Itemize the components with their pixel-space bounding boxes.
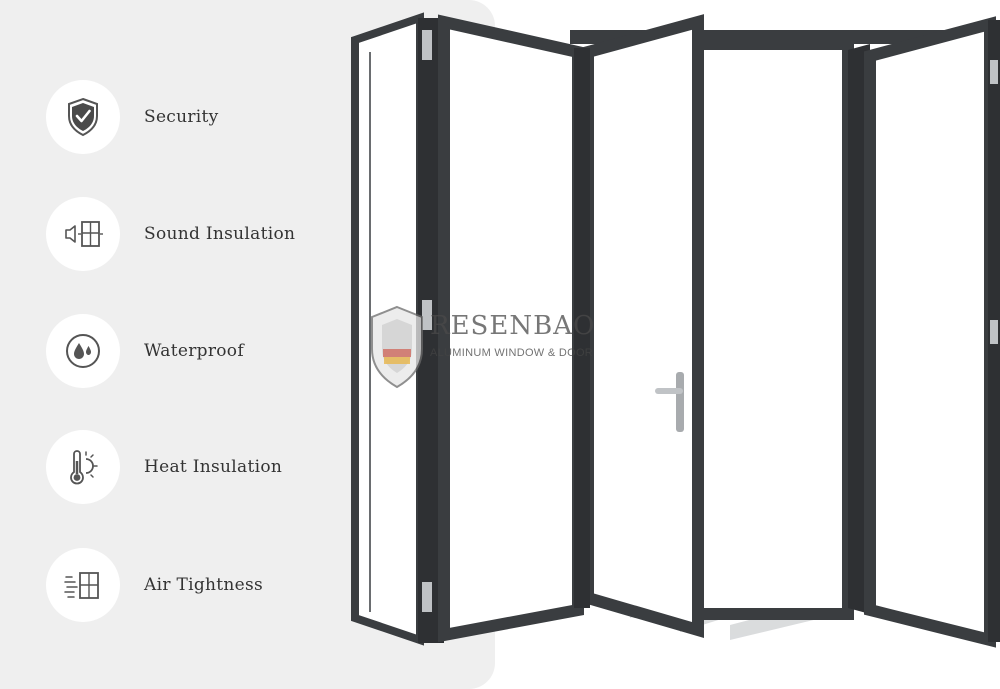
feature-air-tightness: Air Tightness [46, 548, 446, 622]
feature-label-waterproof: Waterproof [144, 341, 244, 361]
feature-sound-insulation: Sound Insulation [46, 197, 446, 271]
sound-icon-circle [46, 197, 120, 271]
watermark-brand: RESENBAO [430, 311, 596, 341]
feature-security: Security [46, 80, 446, 154]
watermark-subtitle: ALUMINUM WINDOW & DOOR [430, 347, 594, 359]
feature-label-heat-insulation: Heat Insulation [144, 457, 283, 477]
waterproof-icon-circle [46, 314, 120, 388]
thermometer-sun-icon [70, 450, 98, 485]
feature-heat-insulation: Heat Insulation [46, 430, 446, 504]
water-drops-icon [66, 334, 100, 368]
security-icon-circle [46, 80, 120, 154]
air-icon-circle [46, 548, 120, 622]
shield-check-icon [68, 97, 98, 137]
feature-waterproof: Waterproof [46, 314, 446, 388]
brand-watermark: RESENBAO ALUMINUM WINDOW & DOOR [368, 305, 618, 395]
feature-label-air-tightness: Air Tightness [144, 575, 264, 595]
speaker-window-icon [65, 221, 103, 247]
heat-icon-circle [46, 430, 120, 504]
feature-label-sound-insulation: Sound Insulation [144, 224, 296, 244]
wind-window-icon [64, 572, 99, 599]
feature-label-security: Security [144, 107, 219, 127]
brand-logo-icon [371, 305, 423, 389]
